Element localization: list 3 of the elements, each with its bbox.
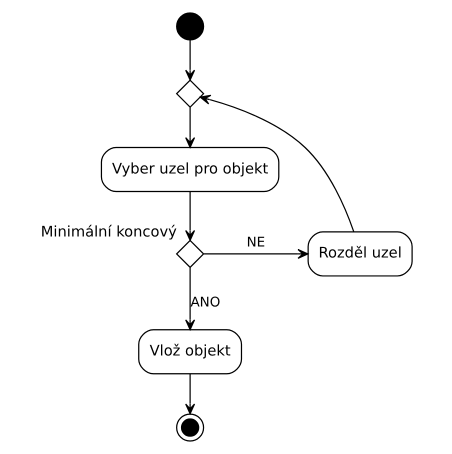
edge-label: NE bbox=[246, 235, 265, 250]
edge-label: ANO bbox=[190, 295, 220, 310]
node-label: Minimální koncový bbox=[40, 223, 176, 240]
